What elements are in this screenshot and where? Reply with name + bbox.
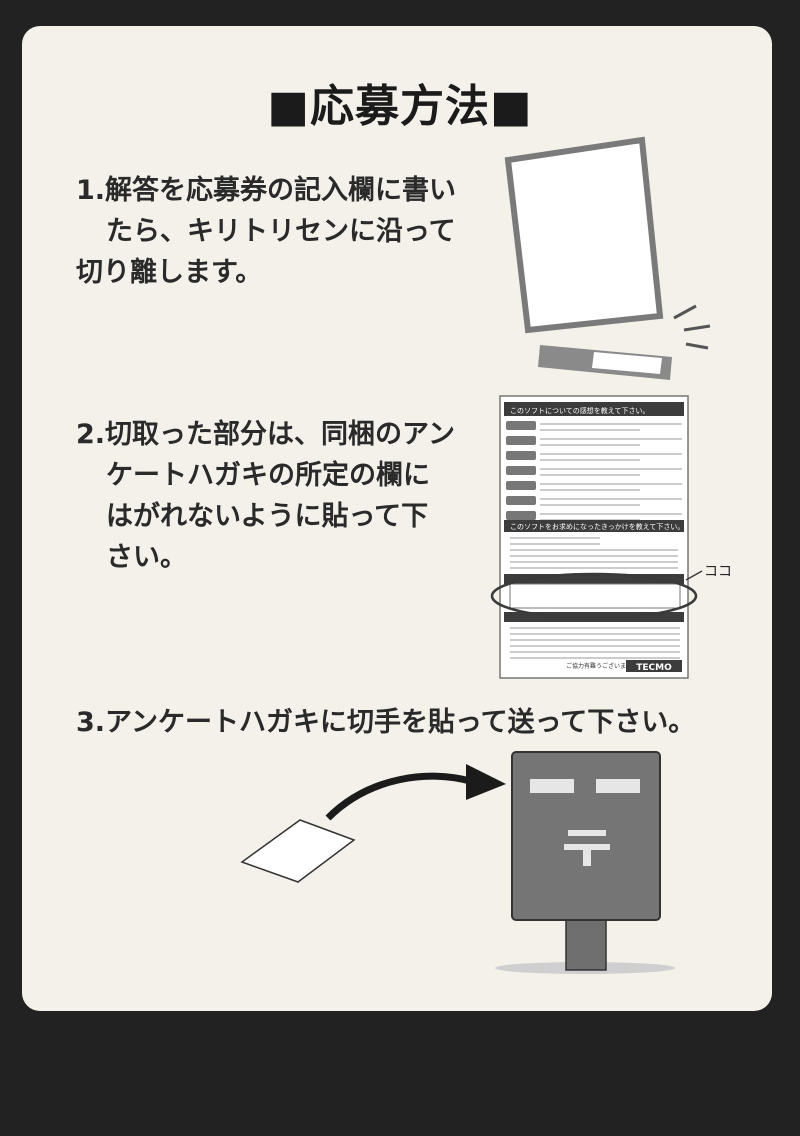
mailing-illustration (240, 751, 675, 974)
arrow-icon (325, 772, 471, 821)
postcard-header-1: このソフトについての感想を教えて下さい。 (510, 406, 649, 415)
postcard-callout-label: ココ (704, 564, 732, 580)
survey-postcard-illustration: このソフトについての感想を教えて下さい。 このソフトをお求めになったきっかけを教… (490, 395, 703, 679)
step-3: 3.アンケートハガキに切手を貼って送って下さい。 (76, 702, 695, 743)
postcard-brand-logo: TECMO (636, 663, 672, 673)
page-title: ■応募方法■ (267, 81, 533, 132)
step-2-line-2: ケートハガキの所定の欄に (106, 460, 430, 491)
step-1-line-1: 1.解答を応募券の記入欄に書い (76, 175, 457, 206)
postcard-header-2: このソフトをお求めになったきっかけを教えて下さい。 (510, 522, 684, 531)
step-1-line-2: たら、キリトリセンに沿って (106, 216, 456, 247)
postcard-icon (240, 819, 356, 883)
step-2-line-3: はがれないように貼って下 (106, 501, 429, 532)
entry-form-illustration (504, 136, 711, 380)
highlight-ellipse (490, 572, 698, 620)
step-2: 2.切取った部分は、同梱のアン ケートハガキの所定の欄に はがれないように貼って… (76, 414, 455, 578)
step-3-line-1: 3.アンケートハガキに切手を貼って送って下さい。 (76, 707, 696, 738)
step-1: 1.解答を応募券の記入欄に書い たら、キリトリセンに沿って 切り離します。 (76, 170, 456, 293)
step-2-line-1: 2.切取った部分は、同梱のアン (76, 419, 455, 450)
step-1-line-3: 切り離します。 (76, 257, 263, 288)
postcard-footer: ご協力有難うございました。 (566, 662, 644, 670)
step-2-line-4: さい。 (106, 542, 187, 573)
